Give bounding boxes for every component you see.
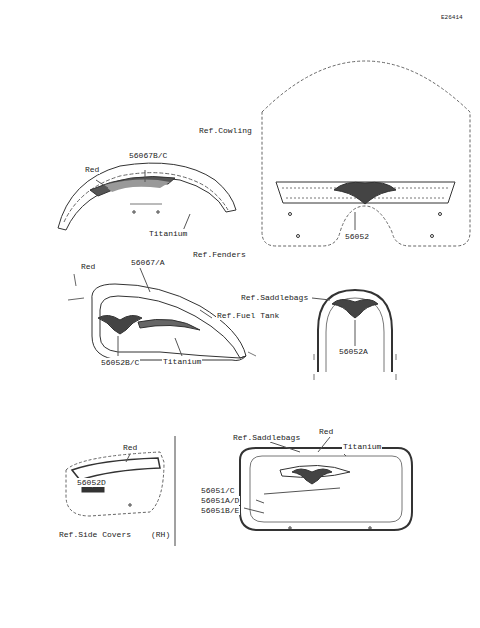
- figure-number: E26414: [440, 14, 464, 21]
- part-number: 56051A/D: [200, 496, 240, 505]
- reference-note: Ref.Fenders: [192, 250, 247, 259]
- reference-note: Ref.Cowling: [198, 126, 253, 135]
- reference-note: Ref.Saddlebags: [240, 293, 309, 302]
- part-number: 56052: [344, 232, 370, 241]
- color-name: Red: [84, 165, 100, 174]
- reference-note: Ref.Side Covers: [58, 530, 132, 539]
- color-name: Red: [318, 427, 334, 436]
- saddlebag-lower-decal: [240, 437, 412, 530]
- part-number: 56052D: [76, 478, 107, 487]
- color-name: Red: [122, 443, 138, 452]
- color-name: Titanium: [162, 357, 202, 366]
- color-name: Red: [80, 262, 96, 271]
- part-number: 56067B/C: [128, 151, 168, 160]
- color-name: Titanium: [342, 442, 382, 451]
- part-number: 56052B/C: [100, 358, 140, 367]
- reference-note: Ref.Fuel Tank: [216, 311, 280, 320]
- color-name: Titanium: [148, 229, 188, 238]
- part-number: 56051B/E: [200, 506, 240, 515]
- divider-line: [175, 436, 176, 546]
- reference-note: Ref.Saddlebags: [232, 433, 301, 442]
- part-number: 56051/C: [200, 486, 236, 495]
- part-number: 56052A: [338, 347, 369, 356]
- side-marker: (RH): [150, 530, 171, 539]
- cowling-outline: [262, 61, 470, 246]
- part-number: 56067/A: [130, 258, 166, 267]
- saddlebag-upper-decal: [312, 290, 396, 380]
- front-fender-decal: [58, 163, 236, 238]
- side-cover-decal: [66, 452, 164, 516]
